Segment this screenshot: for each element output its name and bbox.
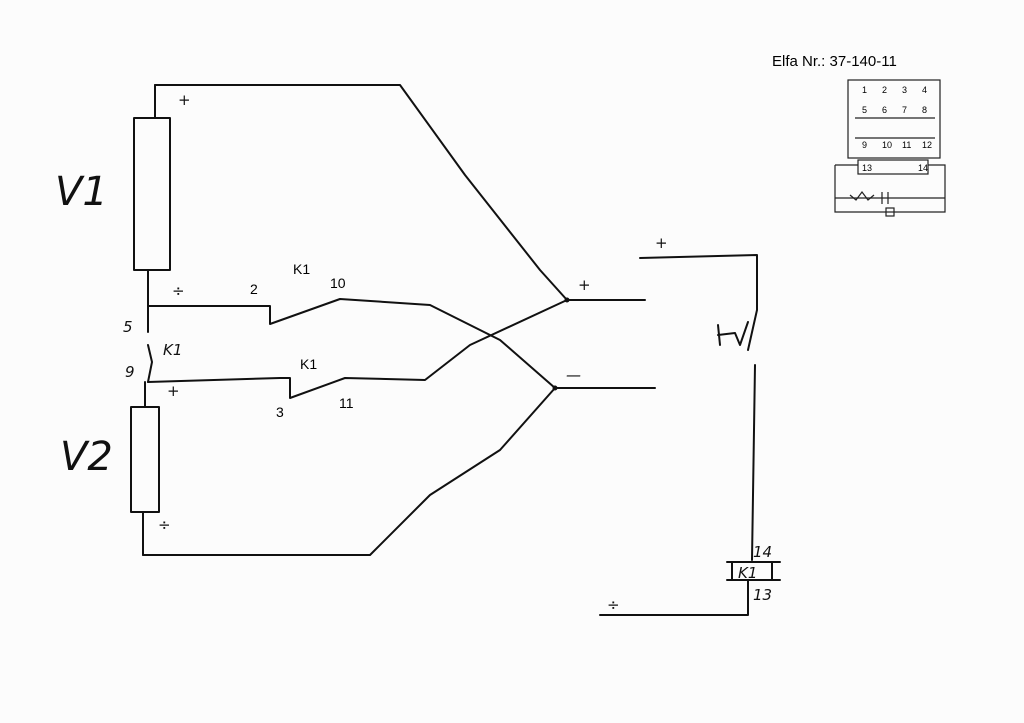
- wire-v2-positive-k1: [147, 299, 568, 399]
- relay-resistor-symbol: [849, 191, 875, 201]
- relay-diode-symbol: [881, 192, 889, 204]
- output-minus-label: —: [566, 366, 581, 384]
- wire-v1-negative-k1: [147, 298, 556, 389]
- control-minus-label: ÷: [607, 596, 620, 614]
- relay-coil-lines: [726, 561, 781, 581]
- v2-minus-label: ÷: [158, 516, 171, 534]
- battery-v1: [133, 84, 171, 331]
- pin-9-label: 9: [125, 363, 135, 381]
- control-negative-wire: [599, 579, 749, 616]
- pin-2-label: 2: [250, 281, 258, 297]
- relay-pin-4-label: 4: [922, 85, 927, 95]
- switch-contact-9: [147, 344, 153, 383]
- relay-pin-6-label: 6: [882, 105, 887, 115]
- relay-terminal-box: [885, 207, 895, 217]
- relay-part-number: Elfa Nr.: 37-140-11: [772, 53, 897, 70]
- battery-v1-body: [133, 117, 171, 271]
- relay-pin-14-label: 14: [918, 163, 928, 173]
- relay-pin-8-label: 8: [922, 105, 927, 115]
- v1-label: V1: [55, 169, 108, 215]
- k1-hand-label: K1: [163, 341, 182, 359]
- pin-3-label: 3: [276, 404, 284, 420]
- k1-top-label: K1: [293, 261, 310, 277]
- pin-11-label: 11: [339, 395, 354, 411]
- relay-pin-1-label: 1: [862, 85, 867, 95]
- pin-10-label: 10: [330, 275, 346, 291]
- v1-minus-label: ÷: [172, 282, 185, 300]
- relay-pin-10-label: 10: [882, 140, 892, 150]
- k1-coil-label: K1: [738, 564, 757, 582]
- v2-plus-label: +: [167, 382, 180, 400]
- v1-plus-label: +: [178, 91, 191, 109]
- control-switch: [717, 321, 749, 346]
- pin-14-label: 14: [753, 543, 772, 561]
- battery-v2-body: [130, 406, 160, 513]
- wire-v1-positive: [154, 84, 568, 301]
- relay-pin-13-label: 13: [862, 163, 872, 173]
- control-coil-feed: [751, 364, 756, 561]
- relay-pin-12-label: 12: [922, 140, 932, 150]
- relay-pin-3-label: 3: [902, 85, 907, 95]
- relay-pin-7-label: 7: [902, 105, 907, 115]
- v2-label: V2: [60, 434, 113, 480]
- relay-coil-box: [857, 159, 929, 175]
- pin-5-label: 5: [123, 318, 133, 336]
- relay-pin-9-label: 9: [862, 140, 867, 150]
- control-plus-label: +: [655, 234, 668, 252]
- relay-pin-2-label: 2: [882, 85, 887, 95]
- relay-contact-lines: [855, 117, 935, 139]
- relay-case-outline: [847, 79, 941, 159]
- pin-13-label: 13: [753, 586, 772, 604]
- relay-pin-5-label: 5: [862, 105, 867, 115]
- relay-coil-circuit: [834, 164, 946, 213]
- k1-bottom-label: K1: [300, 356, 317, 372]
- control-positive-wire: [639, 254, 758, 351]
- wire-v2-negative: [142, 387, 556, 556]
- output-plus-label: +: [578, 276, 591, 294]
- relay-pin-11-label: 11: [902, 140, 911, 150]
- battery-v2: [130, 381, 160, 556]
